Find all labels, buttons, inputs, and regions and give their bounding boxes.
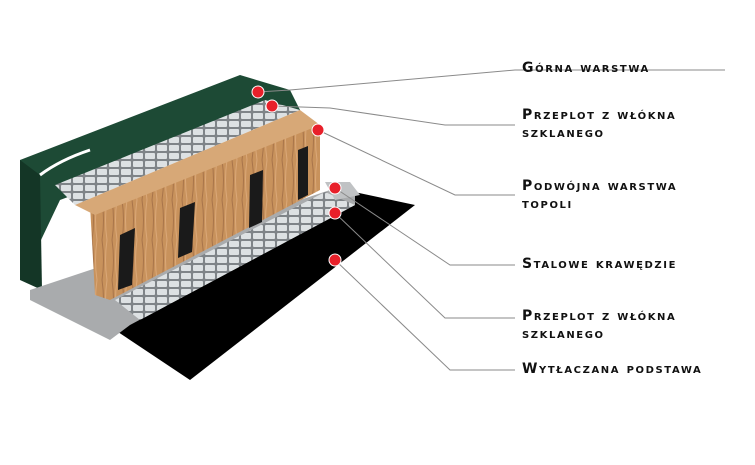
red-dot-icon bbox=[328, 181, 342, 195]
top-sheet-side bbox=[20, 160, 42, 290]
label-top-layer: Górna warstwa bbox=[522, 60, 650, 76]
label-fiberglass-upper: Przeplot z włókna szklanego bbox=[522, 107, 677, 141]
poplar-core-top bbox=[75, 110, 320, 215]
top-sheet-highlight bbox=[39, 148, 91, 177]
leader-steel-edges bbox=[334, 187, 515, 266]
leader-poplar-core bbox=[317, 129, 515, 196]
red-dot-icon bbox=[328, 206, 342, 220]
red-dot-icon bbox=[265, 99, 279, 113]
core-channel-1 bbox=[118, 228, 135, 290]
extruded-base-layer bbox=[115, 190, 415, 380]
label-fiberglass-lower: Przeplot z włókna szklanego bbox=[522, 308, 677, 342]
label-steel-edges: Stalowe krawędzie bbox=[522, 256, 678, 272]
markers bbox=[251, 85, 342, 267]
leader-fiberglass-lower bbox=[334, 212, 515, 319]
upper-fiberglass-layer bbox=[55, 100, 300, 205]
leader-top-layer bbox=[257, 69, 725, 93]
red-dot-icon bbox=[251, 85, 265, 99]
red-dot-icon bbox=[328, 253, 342, 267]
label-poplar-core: Podwójna warstwa topoli bbox=[522, 178, 678, 212]
core-channel-3 bbox=[249, 170, 263, 228]
core-channel-2 bbox=[178, 202, 195, 258]
core-channel-4 bbox=[298, 146, 308, 200]
red-dot-icon bbox=[311, 123, 325, 137]
lower-fiberglass-layer bbox=[115, 192, 355, 320]
leader-fiberglass-upper bbox=[271, 105, 515, 126]
poplar-core-front bbox=[90, 120, 320, 300]
leader-lines bbox=[257, 69, 725, 371]
label-extruded-base: Wytłaczana podstawa bbox=[522, 361, 703, 377]
leader-extruded-base bbox=[334, 259, 515, 371]
